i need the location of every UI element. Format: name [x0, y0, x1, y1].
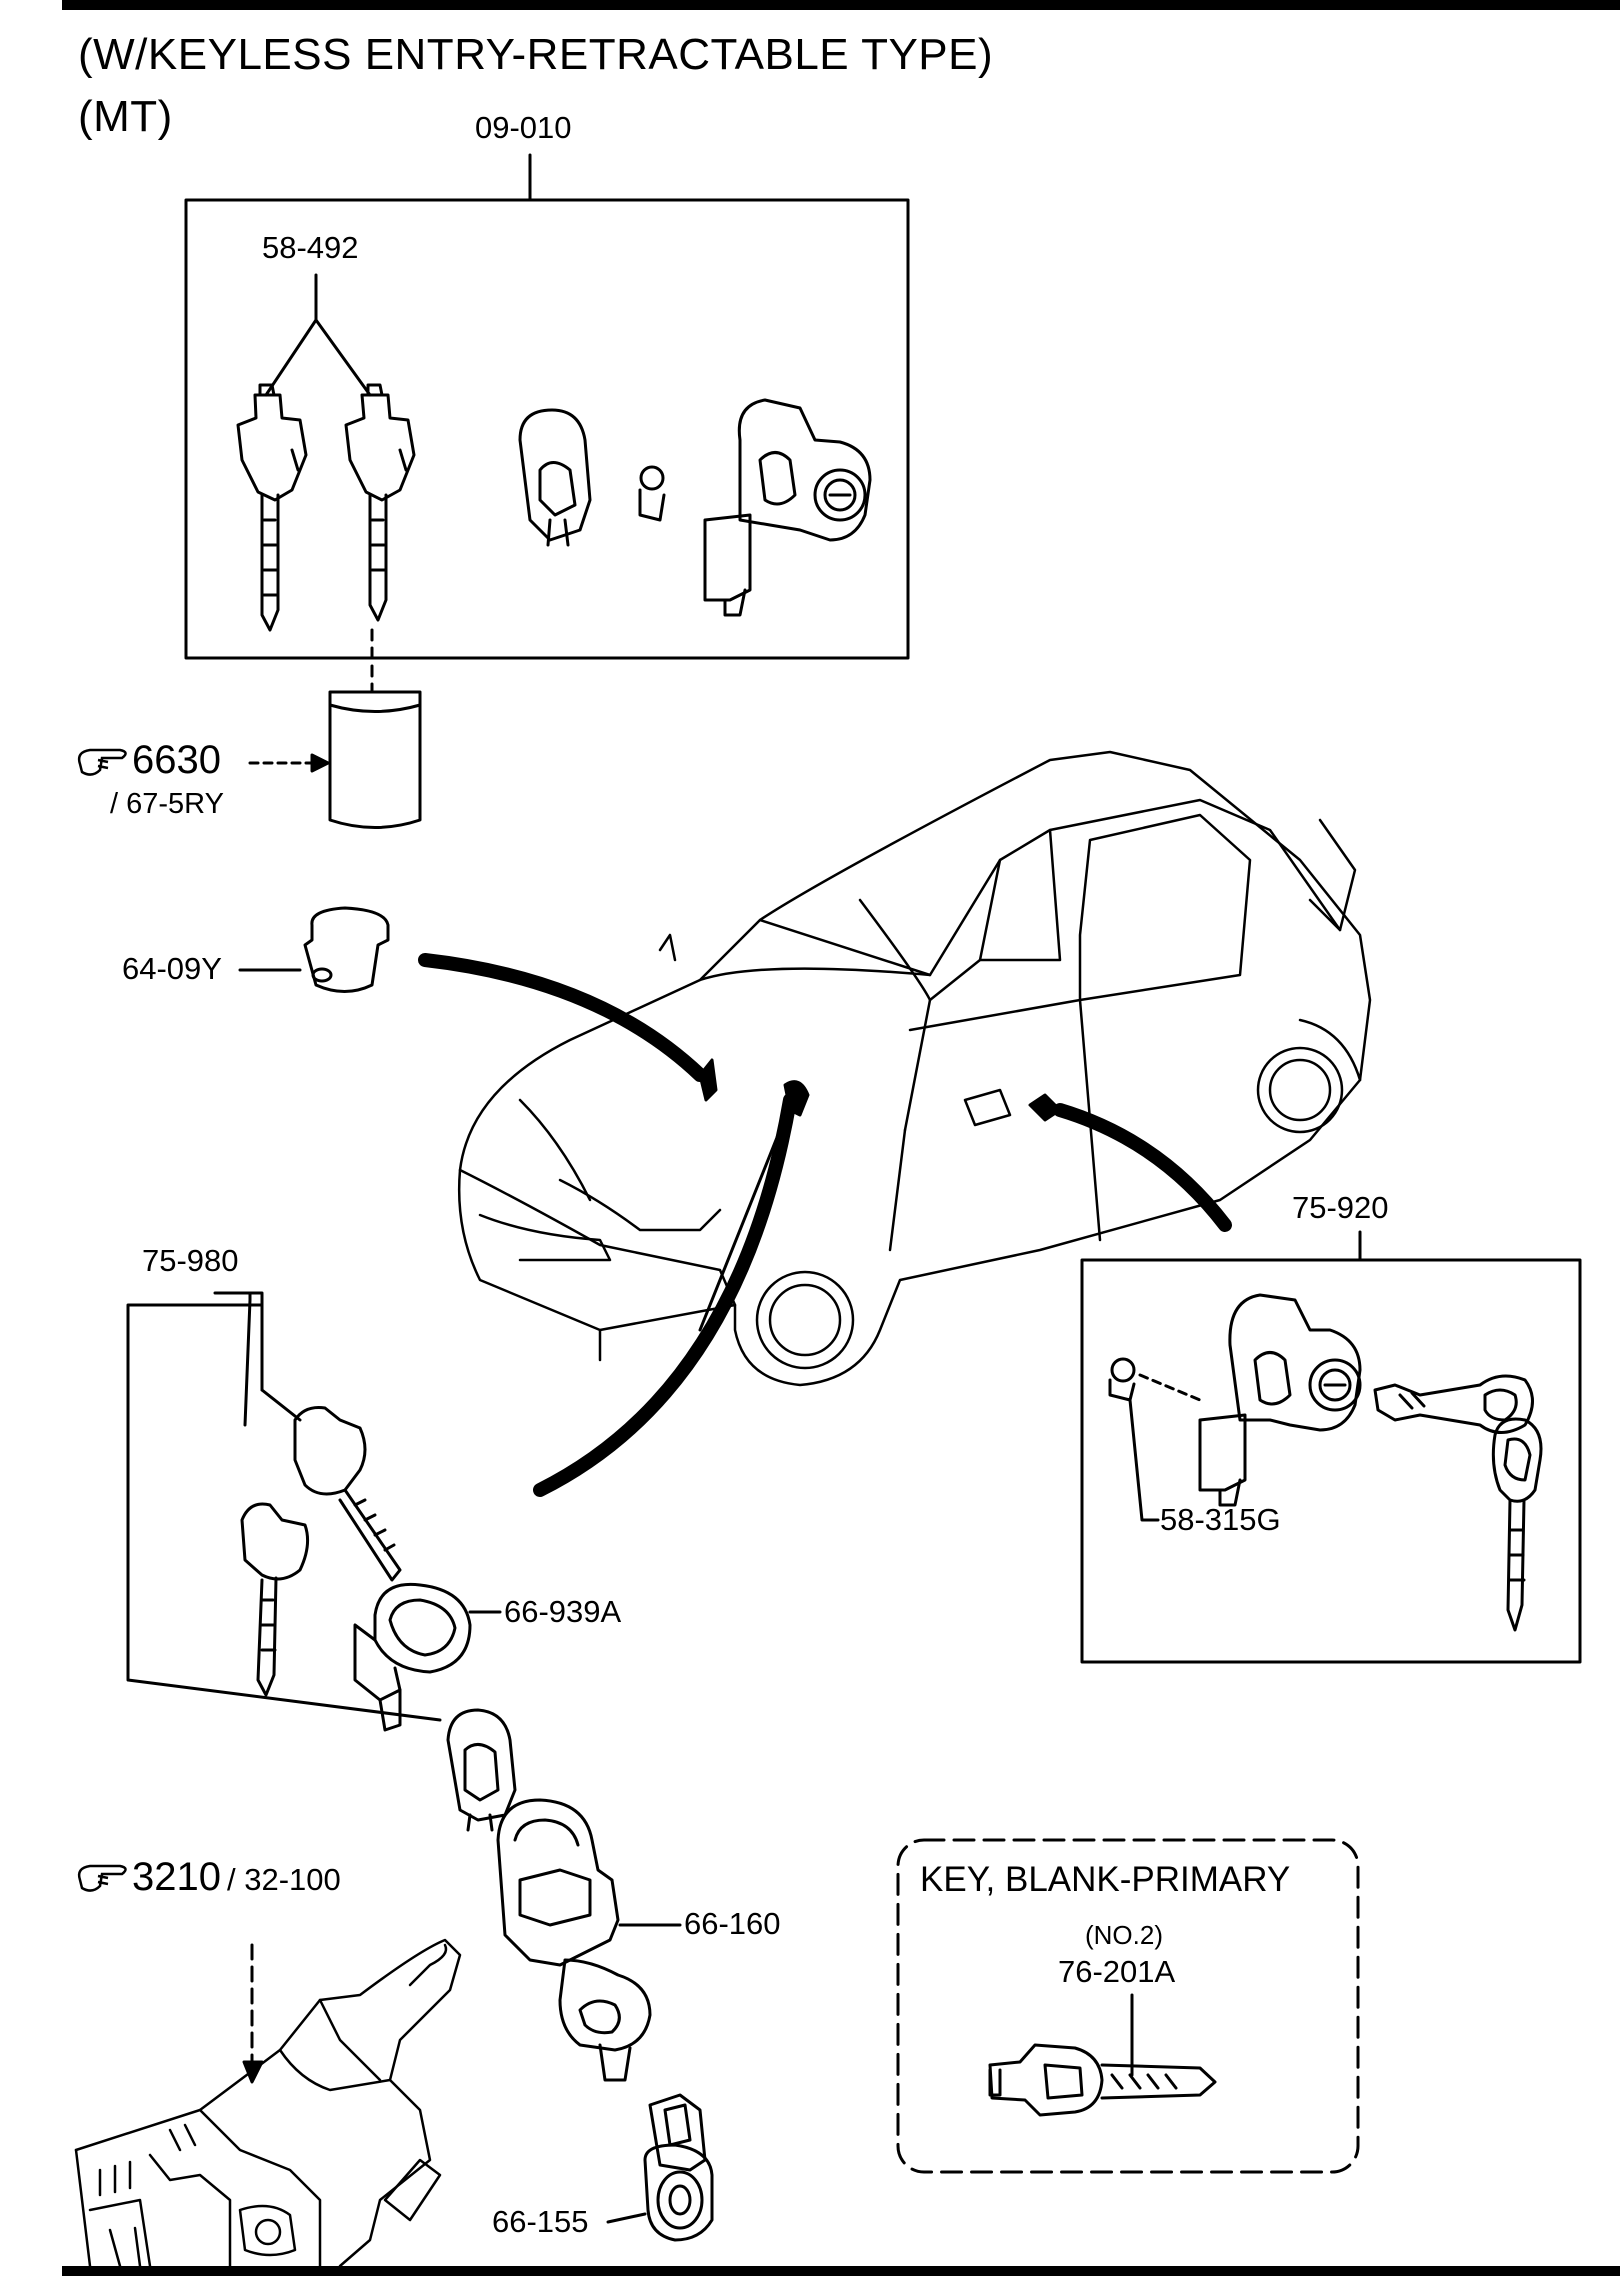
pointing-hand-icon	[77, 748, 127, 776]
door-key-1-icon	[1373, 1374, 1534, 1434]
key-blank-part: 76-201A	[1058, 1954, 1176, 1989]
keys-leader-c	[314, 318, 372, 397]
vehicle-outline	[457, 750, 1372, 1387]
ign-thin-line	[698, 1103, 792, 1332]
retainer-pin-icon	[638, 465, 666, 522]
ign-barrel-icon	[446, 1708, 517, 1832]
ign-switch-icon	[496, 1798, 652, 2082]
bottom-rule	[62, 2266, 1620, 2276]
ign-kit-bracket	[213, 1291, 264, 1427]
ign-ring-icon	[353, 1582, 472, 1732]
ign-key-1-icon	[293, 1406, 402, 1582]
key-blank-no: (NO.2)	[1085, 1920, 1163, 1950]
label-ign-kit: 75-980	[142, 1243, 239, 1278]
door-pin-icon	[1108, 1357, 1136, 1402]
diagram-title: (W/KEYLESS ENTRY-RETRACTABLE TYPE)	[78, 30, 994, 79]
pointing-hand-icon-2	[77, 1864, 127, 1892]
label-ign-ring: 66-939A	[504, 1594, 622, 1629]
ref-3210-number: 3210	[132, 1855, 221, 1899]
door-lock-assembly-icon	[1198, 1293, 1362, 1507]
door-lock-icon	[703, 398, 872, 617]
key-sleeve-icon	[328, 690, 422, 829]
ign-part-icon	[643, 2093, 714, 2242]
curve-arrow-left	[418, 953, 707, 1082]
label-ign-switch: 66-160	[684, 1906, 781, 1941]
lock-cylinder-icon	[303, 906, 390, 993]
ref-6630: 6630	[132, 740, 221, 780]
label-kit-top: 09-010	[475, 110, 572, 145]
ref-6630-sub: / 67-5RY	[110, 788, 224, 820]
key-blank-box	[896, 1838, 1360, 2174]
ign-part-leader	[606, 2212, 647, 2224]
key-2-icon	[344, 383, 416, 622]
key-blank-title: KEY, BLANK-PRIMARY	[920, 1860, 1291, 1899]
label-lock-cylinder: 64-09Y	[122, 951, 222, 986]
curve-arrow-ignition	[533, 1093, 797, 1497]
ign-kit-frame	[126, 1303, 442, 1722]
door-pin-dash	[1138, 1373, 1202, 1402]
keys-leader-b	[264, 318, 318, 397]
top-rule	[62, 0, 1620, 10]
lock-barrel-icon	[518, 408, 592, 547]
key-1-icon	[236, 383, 308, 632]
ref-3210-sub: / 32-100	[226, 1862, 341, 1897]
key-blank-icon	[988, 2043, 1217, 2117]
ref-3210: 3210 / 32-100	[132, 1857, 341, 1897]
diagram-subtitle: (MT)	[78, 92, 173, 141]
label-ign-part: 66-155	[492, 2204, 589, 2239]
ref-6630-number: 6630	[132, 738, 221, 782]
kit-box-09-010	[184, 198, 910, 660]
ign-key-2-icon	[240, 1502, 310, 1697]
door-key-2-icon	[1491, 1417, 1543, 1632]
label-keys-top: 58-492	[262, 230, 359, 265]
kit-box-75-920	[1080, 1258, 1582, 1664]
door-pin-leader	[1128, 1398, 1160, 1522]
steering-column-icon	[74, 1938, 462, 2268]
label-door-pin: 58-315G	[1160, 1502, 1281, 1537]
curve-arrow-door	[1053, 1103, 1232, 1232]
label-door-kit: 75-920	[1292, 1190, 1389, 1225]
